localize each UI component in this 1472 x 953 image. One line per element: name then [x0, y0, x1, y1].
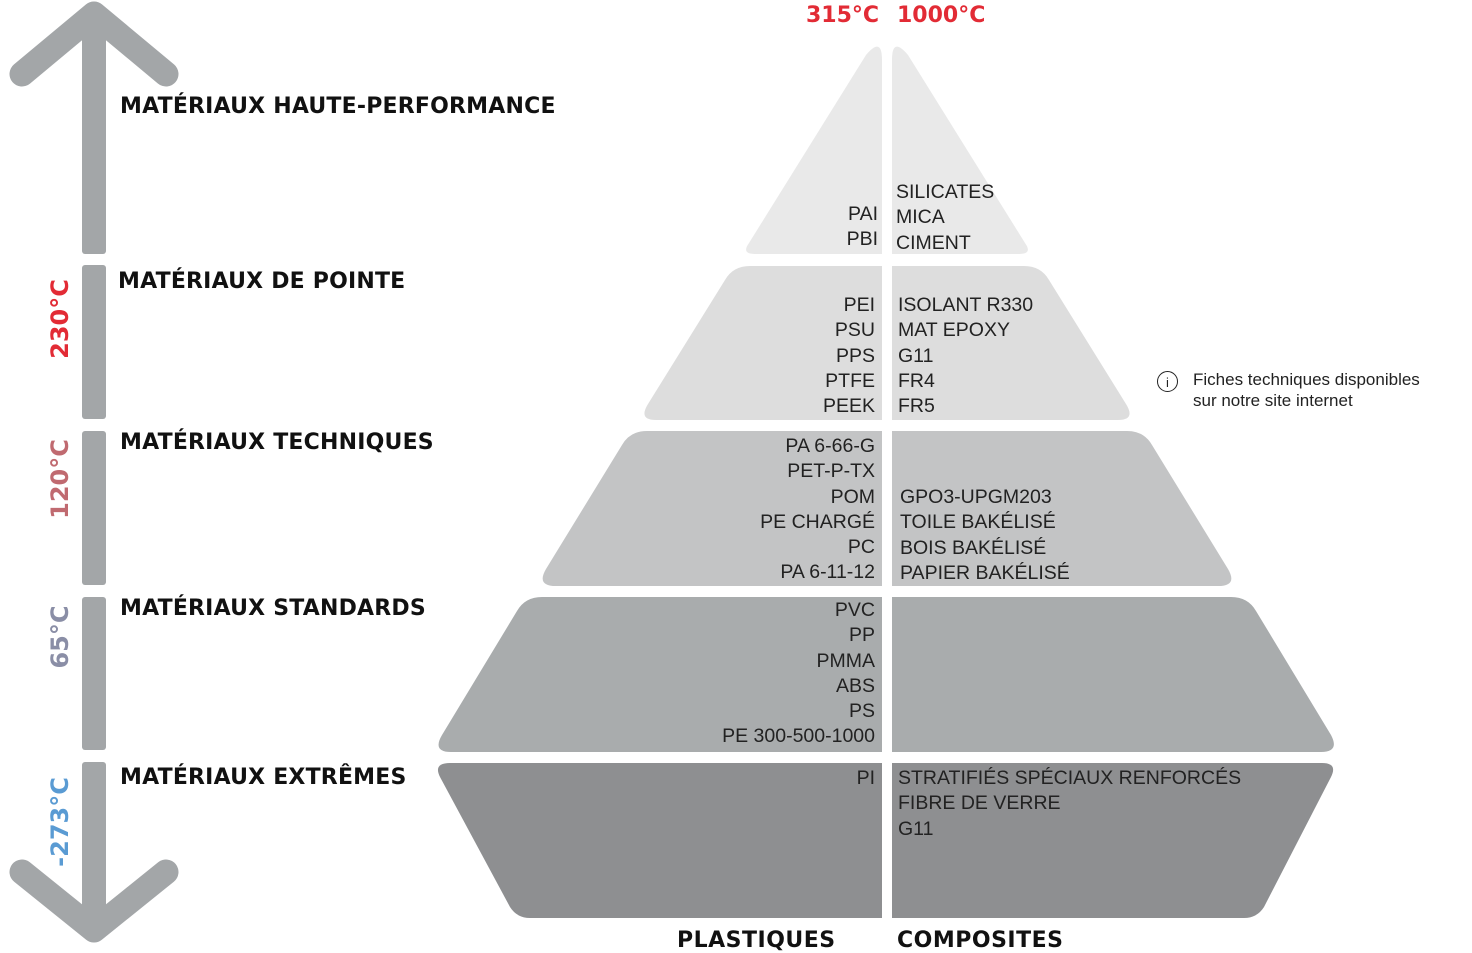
material-item: PA 6-11-12	[780, 561, 875, 584]
temperature-arrow	[9, 1, 179, 943]
temperature-label-65: 65°C	[46, 605, 74, 669]
material-item: MAT EPOXY	[898, 319, 1010, 342]
scale-segment-3	[82, 431, 106, 585]
tier-3-plastiques-list: PA 6-66-G PET-P-TX POM PE CHARGÉ PC PA 6…	[760, 434, 875, 586]
tier-4-left	[438, 597, 882, 752]
tier-1-composites-list: SILICATES MICA CIMENT	[896, 180, 994, 256]
tier-3-left	[542, 431, 882, 586]
material-item: PE CHARGÉ	[760, 510, 875, 533]
category-label-haute-performance: MATÉRIAUX HAUTE-PERFORMANCE	[120, 94, 556, 119]
category-label-techniques: MATÉRIAUX TECHNIQUES	[120, 430, 434, 455]
material-item: PI	[856, 767, 875, 789]
material-item: POM	[830, 485, 875, 508]
material-item: PC	[847, 536, 875, 559]
material-item: PMMA	[816, 649, 876, 672]
material-item: ABS	[835, 674, 875, 697]
material-item: PPS	[835, 344, 875, 367]
material-item: SILICATES	[896, 181, 995, 203]
temperature-label-120: 120°C	[46, 439, 74, 519]
tier-1-plastiques-list: PAI PBI	[847, 202, 878, 253]
info-note-line-2: sur notre site internet	[1193, 391, 1353, 410]
column-label-plastiques: PLASTIQUES	[677, 928, 836, 953]
tier-5-composites-list: STRATIFIÉS SPÉCIAUX RENFORCÉS FIBRE DE V…	[898, 766, 1241, 842]
tier-2-plastiques-list: PEI PSU PPS PTFE PEEK	[823, 293, 875, 419]
material-item: PBI	[846, 228, 878, 251]
tier-2-right	[892, 266, 1130, 420]
category-label-extremes: MATÉRIAUX EXTRÊMES	[120, 765, 407, 790]
material-item: CIMENT	[896, 231, 971, 254]
material-item: PE 300-500-1000	[722, 725, 875, 748]
material-item: ISOLANT R330	[898, 294, 1034, 316]
material-item: PET-P-TX	[787, 460, 875, 483]
top-temp-composites: 1000°C	[897, 3, 986, 28]
tier-1-left	[746, 46, 882, 255]
temperature-label-minus-273: -273°C	[46, 777, 74, 867]
info-icon: i	[1157, 371, 1178, 392]
scale-segment-4	[82, 597, 106, 750]
info-note-line-1: Fiches techniques disponibles	[1193, 370, 1420, 389]
material-item: FIBRE DE VERRE	[898, 792, 1061, 815]
tier-5-plastiques-list: PI	[857, 766, 875, 791]
temperature-label-230: 230°C	[46, 279, 74, 359]
material-item: G11	[898, 344, 934, 367]
material-item: PVC	[834, 599, 875, 621]
tier-1-right	[892, 46, 1028, 255]
material-item: STRATIFIÉS SPÉCIAUX RENFORCÉS	[898, 767, 1242, 789]
tier-4-plastiques-list: PVC PP PMMA ABS PS PE 300-500-1000	[722, 598, 875, 750]
tier-5-left	[437, 763, 882, 918]
material-item: MICA	[896, 206, 945, 229]
temperature-scale-segments	[82, 18, 106, 928]
tier-2-left	[644, 266, 882, 420]
material-item: G11	[898, 817, 934, 840]
material-item: PS	[848, 700, 875, 723]
material-item: PSU	[834, 319, 875, 342]
tier-3-right	[892, 431, 1232, 586]
arrow-head-up	[9, 1, 179, 87]
material-item: PEEK	[822, 395, 875, 418]
category-label-standards: MATÉRIAUX STANDARDS	[120, 596, 426, 621]
tier-2-composites-list: ISOLANT R330 MAT EPOXY G11 FR4 FR5	[898, 293, 1033, 419]
material-item: PEI	[843, 294, 875, 316]
tier-3-composites-list: GPO3-UPGM203 TOILE BAKÉLISÉ BOIS BAKÉLIS…	[900, 485, 1070, 586]
category-label-pointe: MATÉRIAUX DE POINTE	[118, 269, 406, 294]
scale-segment-2	[82, 265, 106, 419]
material-item: FR4	[898, 369, 935, 392]
material-item: PP	[848, 624, 875, 647]
material-item: PA 6-66-G	[785, 435, 875, 457]
arrow-head-down	[9, 859, 179, 943]
material-item: BOIS BAKÉLISÉ	[900, 536, 1047, 559]
top-temp-plastiques: 315°C	[806, 3, 880, 28]
scale-segment-1	[82, 18, 106, 254]
scale-segment-5	[82, 762, 106, 928]
material-item: PTFE	[825, 369, 875, 392]
pyramid	[437, 46, 1334, 918]
material-item: FR5	[898, 395, 935, 418]
material-item: PAI	[848, 203, 878, 225]
tier-5-right	[892, 763, 1334, 918]
material-item: GPO3-UPGM203	[900, 486, 1052, 508]
column-label-composites: COMPOSITES	[897, 928, 1064, 953]
material-item: PAPIER BAKÉLISÉ	[900, 561, 1070, 584]
material-item: TOILE BAKÉLISÉ	[900, 511, 1056, 534]
tier-4-right	[892, 597, 1334, 752]
